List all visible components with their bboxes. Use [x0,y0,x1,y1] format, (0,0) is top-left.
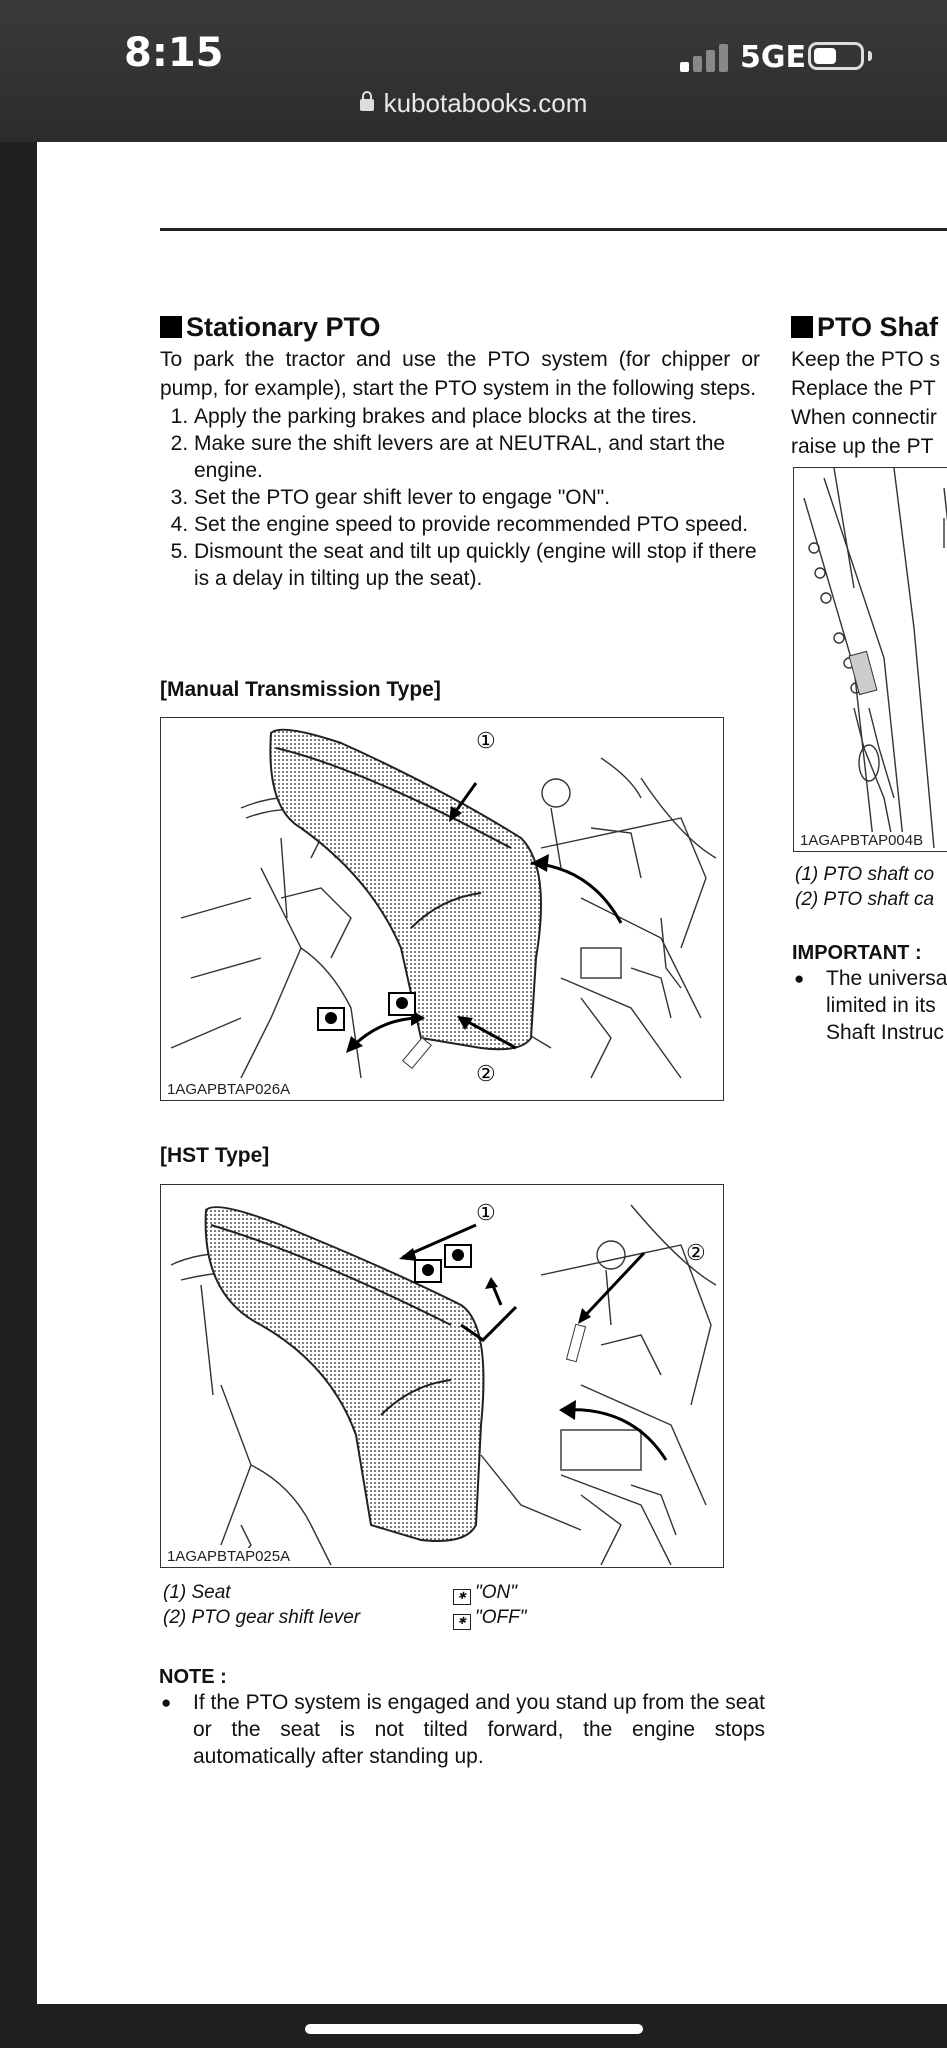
callout-seat: ① [476,728,496,753]
figure-manual-transmission: ① ② 1AGAPBTAP026A [160,717,724,1101]
network-label: 5GE [740,40,806,75]
steps-list: Apply the parking brakes and place block… [160,403,760,592]
square-bullet-icon [791,316,813,338]
section-title-stationary-pto: Stationary PTO [160,312,760,343]
note-text: If the PTO system is engaged and you sta… [159,1689,765,1770]
right-column: PTO Shaf Keep the PTO s Replace the PT W… [791,312,947,461]
url-text: kubotabooks.com [383,88,588,118]
text-line: Replace the PT [791,377,936,400]
manual-transmission-heading: [Manual Transmission Type] [160,678,441,701]
left-column: Stationary PTO To park the tractor and u… [160,312,760,592]
step-item: Set the PTO gear shift lever to engage "… [194,484,760,511]
figure-id: 1AGAPBTAP026A [165,1081,293,1098]
square-bullet-icon [160,316,182,338]
important-text: The universa limited in its Shaft Instru… [792,965,947,1046]
legend-on: "ON" [475,1582,517,1603]
section-title-pto-shaft: PTO Shaf [791,312,947,343]
callout-seat: ① [476,1200,496,1225]
note-block: NOTE : If the PTO system is engaged and … [159,1666,765,1770]
signal-icon [680,44,732,72]
caption-seat: (1) Seat [163,1582,231,1603]
clock: 8:15 [124,30,224,76]
caption-pto-lever: (2) PTO gear shift lever [163,1607,361,1628]
figure-captions: (1) Seat (2) PTO gear shift lever [163,1580,360,1630]
home-indicator-area [0,2004,947,2048]
figure-legend: ✱"ON" ✱"OFF" [453,1580,526,1630]
intro-paragraph: To park the tractor and use the PTO syst… [160,348,760,400]
step-item: Dismount the seat and tilt up quickly (e… [194,538,760,592]
lock-icon [359,91,374,111]
text-line: raise up the PT [791,435,934,458]
tractor-seat-illustration [170,1204,717,1566]
pto-off-icon: ✱ [453,1614,471,1630]
pto-on-icon: ✱ [453,1589,471,1605]
hst-heading: [HST Type] [160,1144,270,1167]
figure-hst: ① ② 1AGAPBTAP025A [160,1184,724,1568]
text-line: Shaft Instruc [826,1021,944,1044]
right-captions: (1) PTO shaft co (2) PTO shaft ca [795,862,934,912]
important-heading: IMPORTANT : [792,942,922,964]
right-paragraph: Keep the PTO s Replace the PT When conne… [791,345,947,461]
text-line: limited in its [826,994,936,1017]
address-bar[interactable]: kubotabooks.com [0,88,947,119]
text-line: When connectir [791,406,937,429]
pto-shaft-illustration [803,468,947,849]
home-indicator[interactable] [305,2024,643,2034]
legend-off: "OFF" [475,1607,527,1628]
text-line: The universa [826,967,947,990]
step-item: Apply the parking brakes and place block… [194,403,760,430]
note-heading: NOTE : [159,1666,227,1688]
header-rule [160,228,947,231]
caption-pto-shaft-cover: (1) PTO shaft co [795,864,935,885]
callout-pto-lever: ② [476,1061,496,1086]
important-block: IMPORTANT : The universa limited in its … [792,942,947,1046]
step-item: Make sure the shift levers are at NEUTRA… [194,430,760,484]
step-item: Set the engine speed to provide recommen… [194,511,760,538]
document-page: Stationary PTO To park the tractor and u… [37,142,947,2004]
tractor-seat-illustration [170,728,717,1079]
figure-id: 1AGAPBTAP004B [798,832,926,849]
caption-pto-shaft-cap: (2) PTO shaft ca [795,889,935,910]
status-bar: 8:15 5GE kubotabooks.com [0,0,947,142]
figure-pto-shaft: 1AGAPBTAP004B [793,467,947,852]
text-line: Keep the PTO s [791,348,941,371]
callout-pto-lever: ② [686,1240,706,1265]
battery-tip [868,51,872,61]
battery-icon [808,42,864,70]
figure-id: 1AGAPBTAP025A [165,1548,293,1565]
